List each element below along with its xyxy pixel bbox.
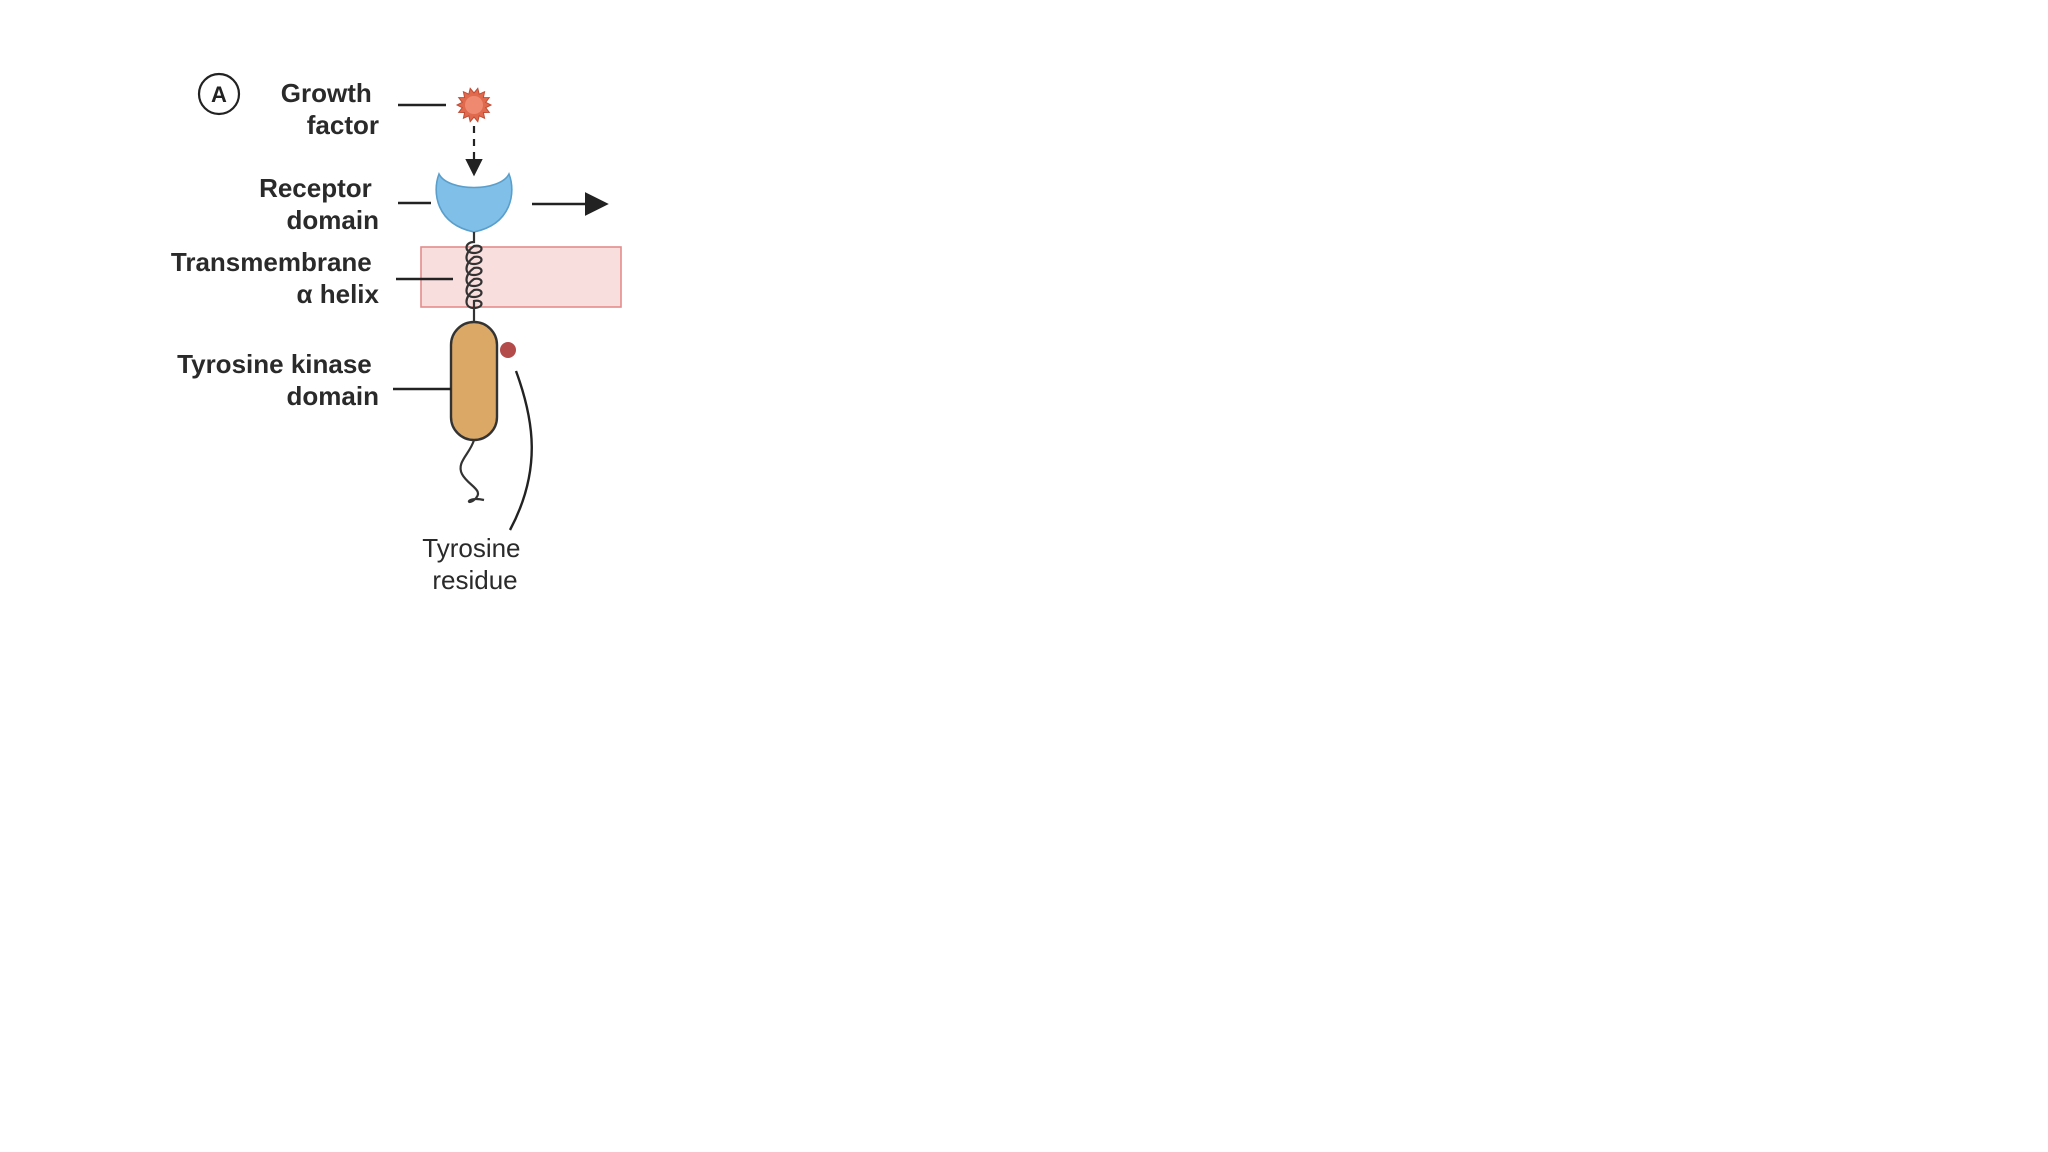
tyrosine-kinase-domain-label-line2: domain: [287, 381, 379, 411]
receptor-domain-label-line2: domain: [287, 205, 379, 235]
transmembrane-helix-label: Transmembrane α helix: [171, 247, 380, 309]
receptor-domain-label-line1: Receptor: [259, 173, 372, 203]
tyrosine-residue-dot: [500, 342, 516, 358]
growth-factor-label: Growth factor: [281, 78, 379, 140]
c-terminal-tail: [459, 439, 485, 504]
transmembrane-helix-label-line2: α helix: [297, 279, 380, 309]
tyrosine-residue-label-line2: residue: [432, 565, 517, 595]
panel-label: A: [197, 72, 241, 116]
transmembrane-helix-label-line1: Transmembrane: [171, 247, 372, 277]
growth-factor-core: [465, 96, 483, 114]
panel-label-text: A: [211, 82, 227, 107]
tyrosine-residue-leader: [508, 370, 533, 531]
panel-label-circle: [197, 72, 241, 116]
receptor-domain-label: Receptor domain: [259, 173, 379, 235]
transmembrane-helix-coil: [465, 232, 483, 322]
cell-membrane: [420, 246, 622, 308]
receptor-domain-shape: [435, 172, 513, 233]
tyrosine-kinase-domain-label: Tyrosine kinase domain: [177, 349, 379, 411]
tyrosine-kinase-domain-shape: [449, 320, 499, 442]
growth-factor-label-line2: factor: [307, 110, 379, 140]
tyrosine-residue-label: Tyrosine residue: [422, 533, 528, 595]
tyrosine-residue-label-line1: Tyrosine: [422, 533, 520, 563]
growth-factor-icon: [455, 87, 493, 123]
tyrosine-kinase-domain-label-line1: Tyrosine kinase: [177, 349, 372, 379]
growth-factor-label-line1: Growth: [281, 78, 372, 108]
